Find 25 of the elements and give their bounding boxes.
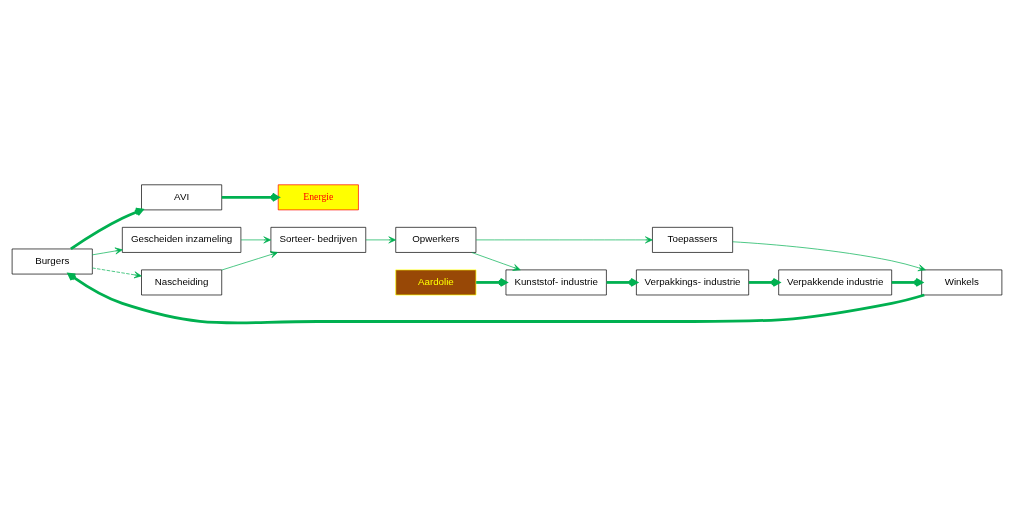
arrow	[70, 207, 144, 250]
node-box: Winkels	[921, 269, 1003, 296]
node-box: Opwerkers	[395, 227, 477, 253]
arrow	[92, 247, 123, 256]
arrow	[606, 277, 638, 287]
arrow	[92, 267, 142, 279]
arrow	[471, 252, 521, 271]
node-box: Sorteer- bedrijven	[270, 227, 367, 253]
node-box: Energie	[277, 184, 359, 211]
node-box: Burgers	[11, 248, 93, 275]
arrow	[476, 277, 508, 287]
node-box: Verpakkings- industrie	[636, 269, 750, 296]
node-box: Nascheiding	[141, 269, 223, 296]
node-box: Kunststof- industrie	[505, 269, 607, 296]
node-box: Aardolie	[395, 269, 477, 296]
node-box: Verpakkende industrie	[778, 269, 892, 296]
arrow	[732, 241, 926, 272]
node-box: Gescheiden inzameling	[122, 227, 242, 253]
arrow	[475, 236, 653, 244]
arrow	[365, 236, 397, 244]
node-box: Toepassers	[652, 227, 733, 253]
node-box: AVI	[141, 184, 223, 211]
arrow	[221, 251, 278, 271]
arrow	[240, 236, 272, 244]
arrow	[221, 192, 280, 202]
